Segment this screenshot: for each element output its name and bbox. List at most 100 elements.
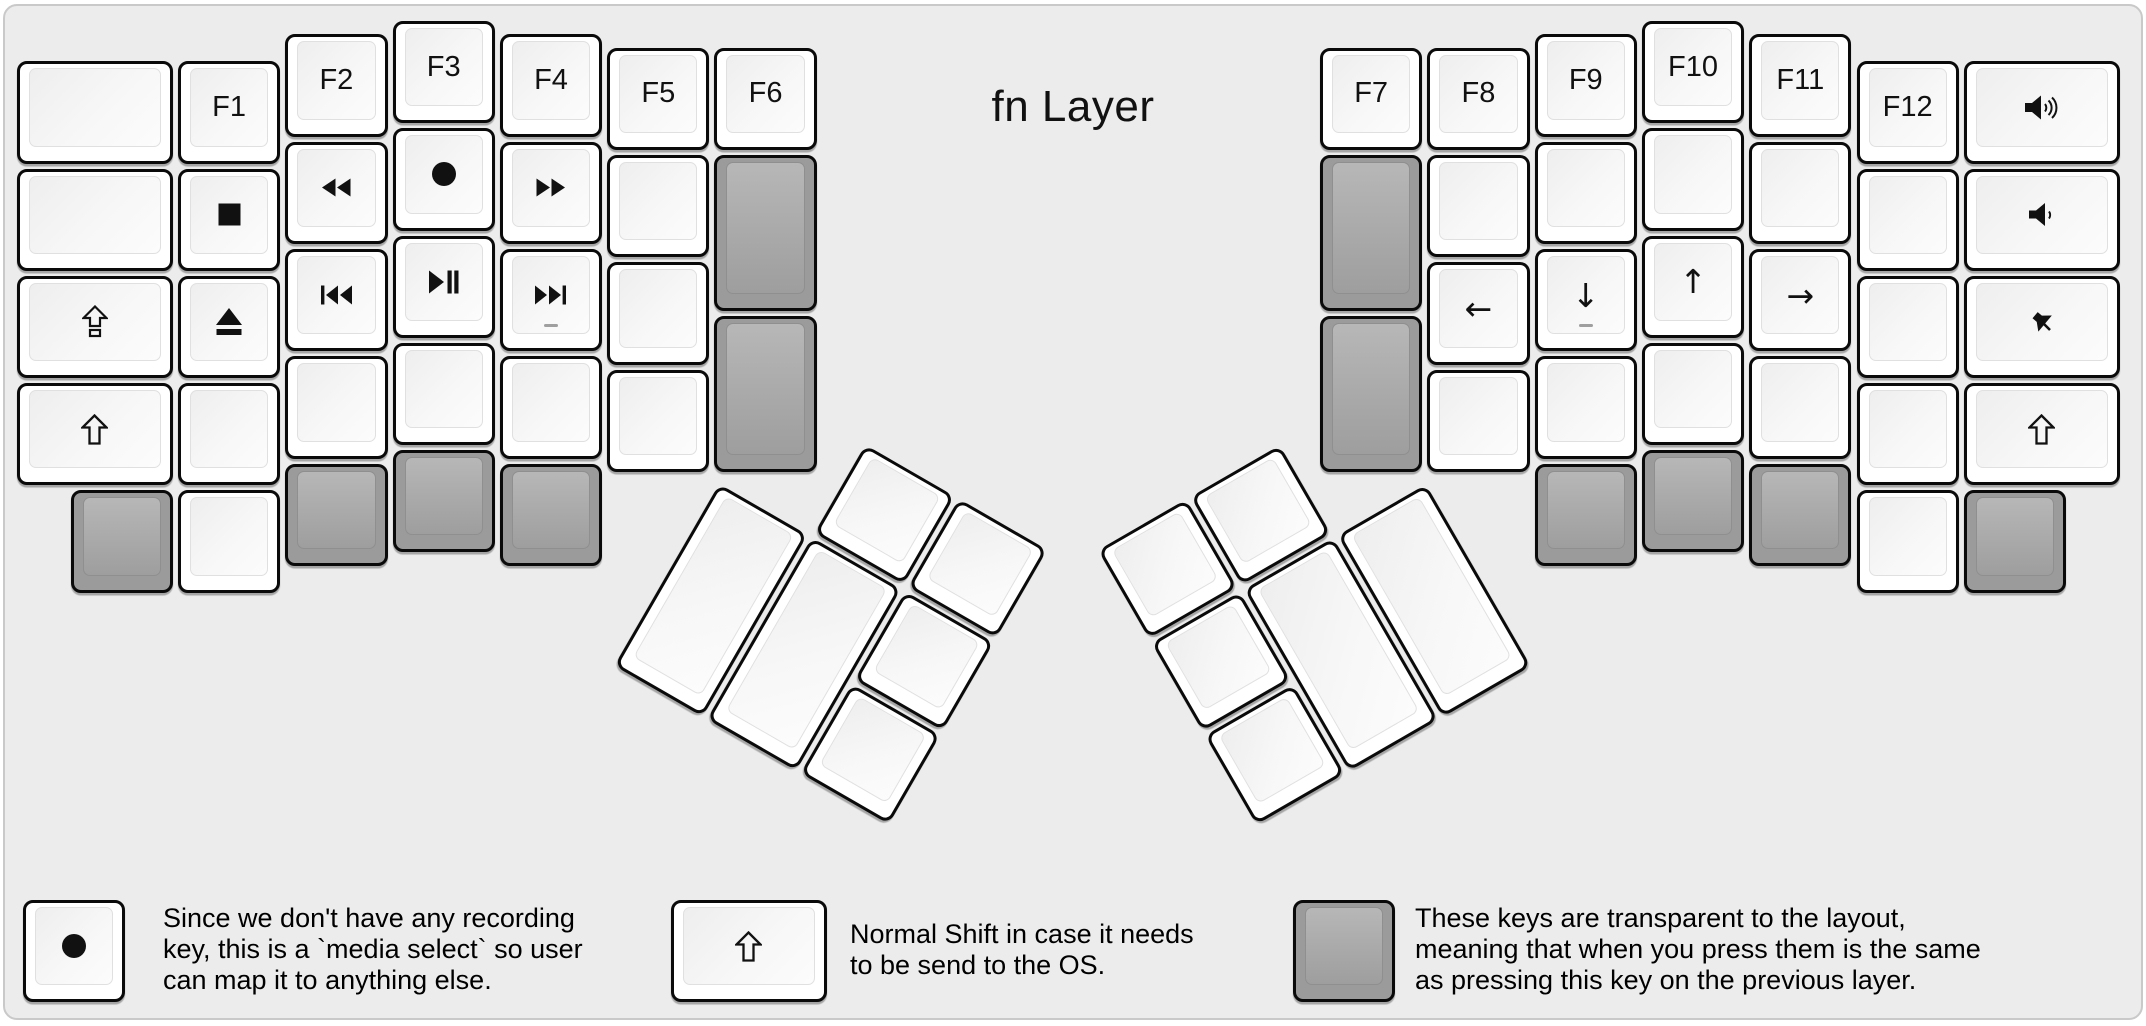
key-shift[interactable]	[17, 383, 173, 486]
key-f7[interactable]: F7	[1320, 47, 1423, 151]
key-prev-track[interactable]	[285, 249, 388, 352]
key-blank[interactable]	[1856, 490, 1959, 593]
key-f4[interactable]: F4	[499, 34, 603, 137]
keycap-top	[1761, 148, 1840, 227]
key-transparent[interactable]	[1534, 463, 1637, 566]
key-blank[interactable]	[607, 369, 710, 473]
key-arrow-up[interactable]: ↑	[1641, 235, 1745, 338]
keycap-top: F9	[1546, 41, 1625, 120]
key-volume-up[interactable]	[1963, 61, 2120, 164]
key-blank[interactable]	[285, 356, 388, 459]
key-f9[interactable]: F9	[1534, 34, 1637, 137]
homing-bar	[543, 324, 558, 328]
key-record[interactable]	[392, 128, 495, 231]
key-blank[interactable]	[1856, 275, 1959, 379]
keycap-top	[1868, 390, 1947, 469]
key-transparent[interactable]	[1963, 490, 2067, 593]
key-blank[interactable]	[1641, 342, 1745, 446]
key-transparent[interactable]	[1320, 316, 1423, 472]
keycap-top	[1546, 363, 1625, 442]
key-transparent[interactable]	[392, 450, 495, 553]
keycap-top	[1332, 162, 1411, 295]
keycap-top: →	[1761, 256, 1840, 335]
key-blank[interactable]	[1749, 356, 1852, 459]
key-f8[interactable]: F8	[1427, 47, 1530, 151]
key-next-track[interactable]	[499, 249, 603, 352]
keycap-top	[29, 68, 161, 147]
key-f5[interactable]: F5	[607, 47, 710, 151]
mute-icon	[2026, 306, 2058, 338]
key-arrow-down[interactable]: ↓	[1534, 249, 1637, 352]
key-volume-down[interactable]	[1963, 168, 2120, 271]
key-transparent[interactable]	[714, 316, 817, 472]
key-blank[interactable]	[17, 168, 173, 271]
key-fast-forward[interactable]	[499, 141, 603, 244]
key-transparent[interactable]	[70, 490, 173, 593]
key-shift[interactable]	[671, 900, 827, 1003]
key-blank[interactable]	[607, 155, 710, 258]
stop-icon	[218, 203, 241, 226]
key-transparent[interactable]	[285, 463, 388, 566]
key-transparent[interactable]	[1320, 155, 1423, 312]
key-f3[interactable]: F3	[392, 21, 495, 124]
key-blank[interactable]	[1534, 356, 1637, 459]
keycap-top	[35, 907, 114, 986]
key-transparent[interactable]	[499, 463, 603, 566]
key-transparent[interactable]	[1293, 900, 1396, 1003]
arrow-left-icon: ←	[1464, 289, 1493, 329]
key-blank[interactable]	[1856, 168, 1959, 271]
key-label: F6	[748, 77, 783, 110]
keycap-top: F8	[1439, 54, 1518, 134]
key-f2[interactable]: F2	[285, 34, 388, 137]
keycap-top: F11	[1761, 41, 1840, 120]
key-blank[interactable]	[177, 490, 281, 593]
key-f11[interactable]: F11	[1749, 34, 1852, 137]
keycap-top: F6	[726, 54, 805, 134]
key-shift[interactable]	[1963, 383, 2120, 486]
key-f6[interactable]: F6	[714, 47, 817, 151]
keycap-top	[511, 363, 591, 442]
key-label: F9	[1568, 64, 1603, 97]
key-play-pause[interactable]	[392, 235, 495, 338]
keycap-top	[1332, 323, 1411, 455]
keycap-top	[189, 282, 269, 362]
key-label: F2	[319, 64, 354, 97]
keycap-top	[726, 323, 805, 455]
key-f12[interactable]: F12	[1856, 61, 1959, 164]
key-blank[interactable]	[499, 356, 603, 459]
key-blank[interactable]	[177, 383, 281, 486]
key-rewind[interactable]	[285, 141, 388, 244]
keycap-top	[683, 907, 815, 986]
key-blank[interactable]	[1427, 369, 1530, 473]
key-blank[interactable]	[1534, 141, 1637, 244]
key-arrow-right[interactable]: →	[1749, 249, 1852, 352]
key-f1[interactable]: F1	[177, 61, 281, 164]
keycap-top	[297, 363, 376, 442]
key-blank[interactable]	[1856, 383, 1959, 486]
key-blank[interactable]	[607, 262, 710, 365]
key-transparent[interactable]	[714, 155, 817, 312]
keycap-top	[82, 497, 161, 576]
record-icon	[61, 933, 87, 959]
shift-icon	[2028, 413, 2056, 445]
key-blank[interactable]	[392, 342, 495, 446]
arrow-up-icon: ↑	[1679, 262, 1707, 302]
key-eject[interactable]	[177, 275, 281, 379]
key-blank[interactable]	[1749, 141, 1852, 244]
key-blank[interactable]	[1427, 155, 1530, 258]
key-caps-lock[interactable]	[17, 275, 173, 379]
key-stop[interactable]	[177, 168, 281, 271]
key-record[interactable]	[23, 900, 126, 1003]
keycap-top	[189, 497, 269, 576]
key-mute[interactable]	[1963, 275, 2120, 379]
key-blank[interactable]	[17, 61, 173, 164]
keycap-top	[1439, 376, 1518, 456]
arrow-right-icon: →	[1786, 275, 1815, 315]
key-transparent[interactable]	[1749, 463, 1852, 566]
key-transparent[interactable]	[1641, 450, 1745, 553]
key-arrow-left[interactable]: ←	[1427, 262, 1530, 365]
key-blank[interactable]	[1641, 128, 1745, 231]
keycap-top: F5	[619, 54, 698, 134]
keycap-top: F3	[404, 28, 483, 107]
key-f10[interactable]: F10	[1641, 21, 1745, 124]
